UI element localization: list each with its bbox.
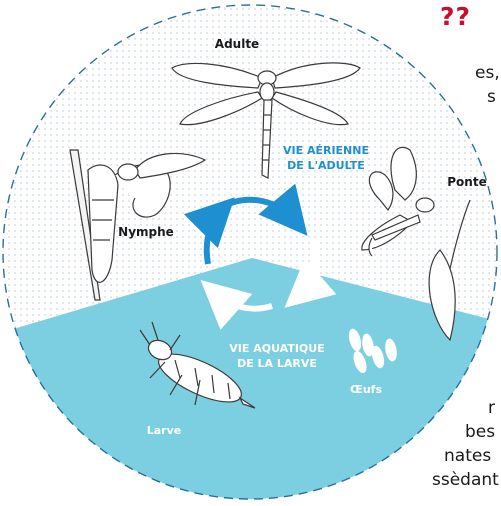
- label-nymph: Nymphe: [118, 225, 174, 239]
- label-adult: Adulte: [215, 37, 259, 51]
- label-eggs: Œufs: [350, 383, 382, 396]
- label-aquatic-phase-2: DE LA LARVE: [237, 357, 317, 370]
- label-laying: Ponte: [447, 175, 486, 189]
- label-larva: Larve: [147, 424, 182, 437]
- label-aerial-phase-1: VIE AÉRIENNE: [283, 144, 369, 157]
- label-aerial-phase-2: DE L'ADULTE: [287, 159, 365, 172]
- label-aquatic-phase-1: VIE AQUATIQUE: [229, 342, 324, 355]
